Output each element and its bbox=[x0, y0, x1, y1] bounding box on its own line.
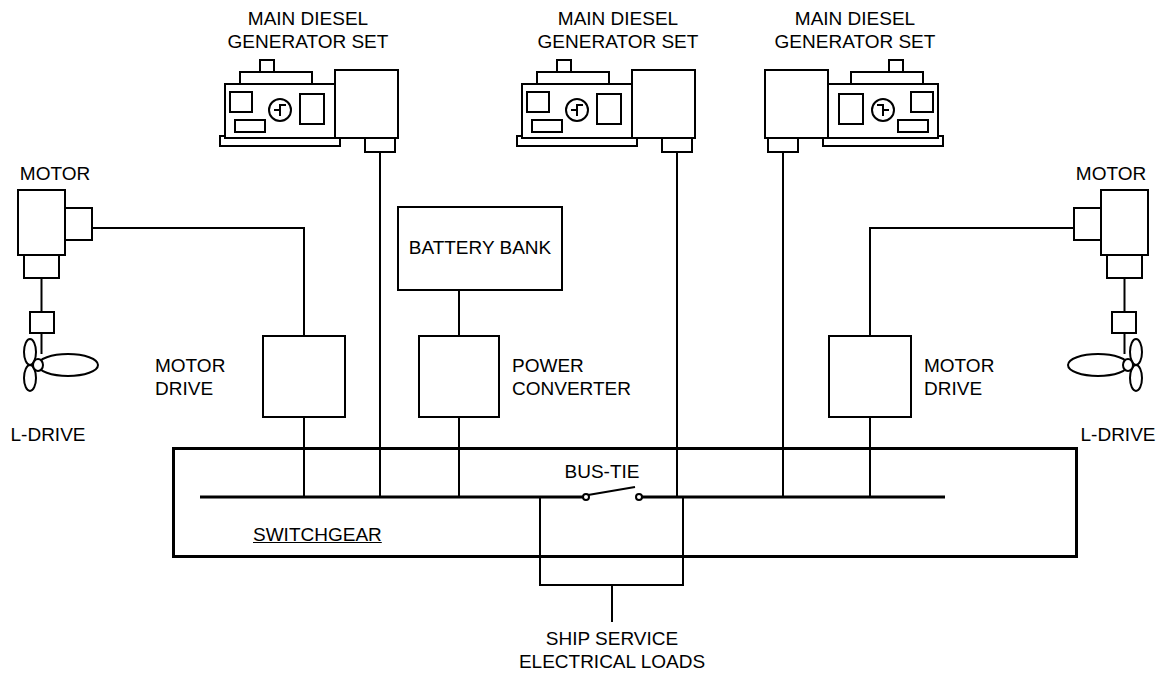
motor-l-drive-symbol bbox=[1068, 190, 1148, 391]
converter-box: POWER CONVERTER bbox=[418, 335, 500, 418]
bus-stub bbox=[304, 447, 870, 497]
power-connector bbox=[869, 418, 871, 447]
switch-contact bbox=[636, 494, 642, 500]
load-label: SHIP SERVICE ELECTRICAL LOADS bbox=[492, 628, 732, 674]
generator-wire bbox=[676, 152, 678, 497]
generator-label: MAIN DIESEL GENERATOR SET bbox=[203, 8, 413, 54]
generator-symbol bbox=[220, 60, 398, 152]
generator-label: MAIN DIESEL GENERATOR SET bbox=[513, 8, 723, 54]
motor-label: MOTOR bbox=[1061, 163, 1161, 186]
main-bus bbox=[200, 496, 945, 499]
generator-symbol bbox=[517, 60, 695, 152]
motor-l-drive-symbol bbox=[18, 190, 98, 391]
box-label: POWER CONVERTER bbox=[512, 355, 672, 401]
generator-symbol bbox=[765, 60, 943, 152]
generator-label: MAIN DIESEL GENERATOR SET bbox=[750, 8, 960, 54]
drive-box: MOTOR DRIVE bbox=[262, 335, 346, 418]
box-label: MOTOR DRIVE bbox=[155, 355, 250, 401]
motor-wire bbox=[870, 228, 1074, 335]
motor-wire bbox=[92, 228, 304, 335]
generator-wire bbox=[782, 152, 784, 497]
generator-wire bbox=[379, 152, 381, 497]
drive-box: MOTOR DRIVE bbox=[828, 335, 912, 418]
motor-label: MOTOR bbox=[5, 163, 105, 186]
drive-label: L-DRIVE bbox=[0, 424, 96, 447]
box-label: MOTOR DRIVE bbox=[924, 355, 1019, 401]
bus-tie-switch bbox=[588, 487, 635, 495]
power-connector bbox=[303, 418, 305, 447]
box-label: BATTERY BANK bbox=[409, 237, 552, 260]
battery-box: BATTERY BANK bbox=[397, 206, 564, 291]
power-connector bbox=[458, 291, 460, 336]
power-connector bbox=[458, 418, 460, 447]
load-feeder bbox=[540, 497, 683, 622]
box-label: SWITCHGEAR bbox=[253, 524, 382, 547]
switch-label: BUS-TIE bbox=[542, 461, 662, 484]
drive-label: L-DRIVE bbox=[1070, 424, 1166, 447]
switch-contact bbox=[583, 494, 589, 500]
